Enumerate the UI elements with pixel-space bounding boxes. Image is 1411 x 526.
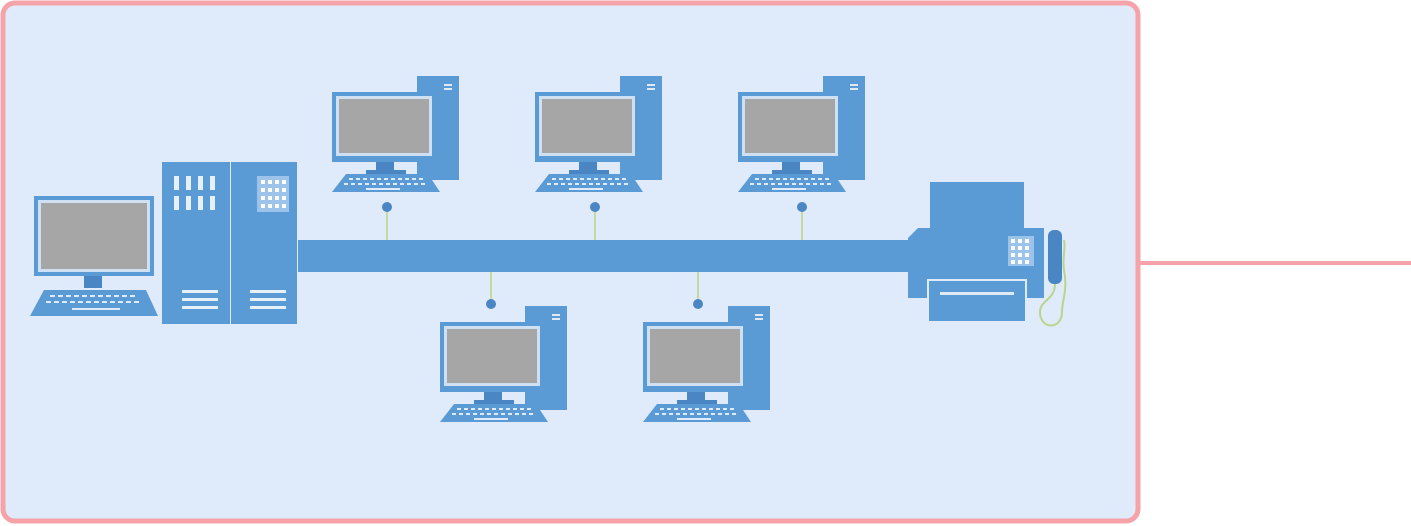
server-workstation-icon — [30, 162, 297, 324]
desktop-computer-icon — [440, 306, 567, 422]
bus-backbone — [298, 240, 908, 272]
desktop-computer-icon — [643, 306, 770, 422]
fax-machine-icon — [908, 182, 1067, 327]
desktop-computer-icon — [332, 76, 459, 192]
bus-drops — [382, 202, 807, 309]
desktop-computer-icon — [535, 76, 662, 192]
desktop-computer-icon — [738, 76, 865, 192]
